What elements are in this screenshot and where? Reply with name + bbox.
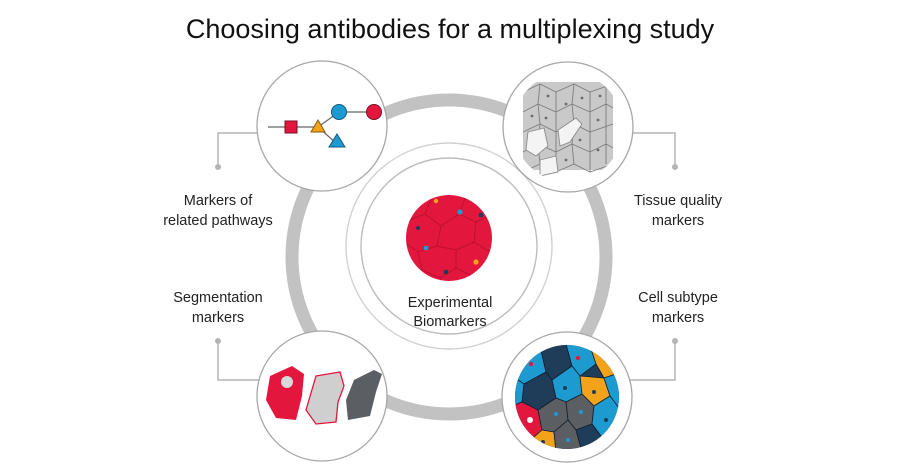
tissue-label-line1: Tissue quality — [634, 193, 723, 209]
tissue-label-line2: markers — [652, 213, 704, 229]
subtype-label-line2: markers — [652, 310, 704, 326]
segmented-cells-icon — [266, 366, 382, 425]
segmentation-label-line2: markers — [192, 310, 244, 326]
tissue-grid-icon — [522, 82, 614, 177]
pathway-network-icon — [268, 104, 382, 148]
connector-bottom-left — [217, 342, 262, 381]
connector-top-right — [622, 132, 676, 166]
connector-dots — [215, 164, 678, 344]
subtype-label-line1: Cell subtype — [638, 290, 718, 306]
center-label-line2: Biomarkers — [413, 314, 486, 330]
pathways-label-line2: related pathways — [163, 213, 273, 229]
connector-bottom-right — [621, 342, 676, 381]
outer-ring — [285, 93, 613, 421]
page-title: Choosing antibodies for a multiplexing s… — [186, 14, 715, 44]
connectors — [217, 132, 676, 381]
pathways-label-line1: Markers of — [184, 193, 253, 209]
center-label-line1: Experimental — [408, 295, 493, 311]
segmentation-label-line1: Segmentation — [173, 290, 262, 306]
connector-top-left — [217, 132, 262, 166]
